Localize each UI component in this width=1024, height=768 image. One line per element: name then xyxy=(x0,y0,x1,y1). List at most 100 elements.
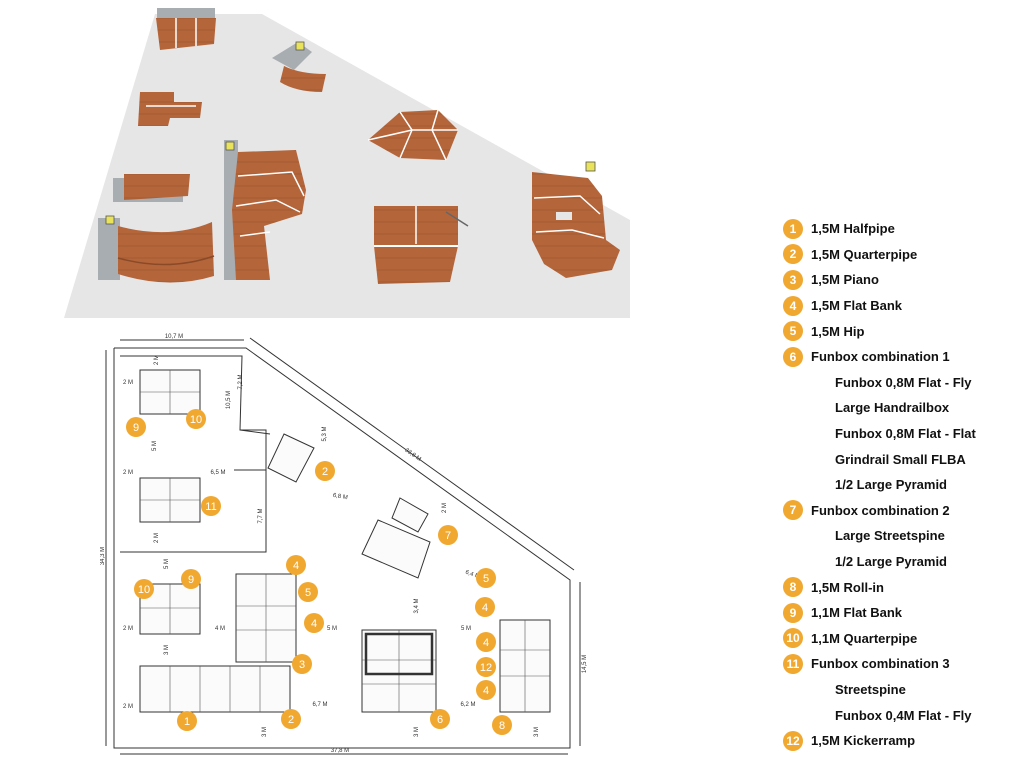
marker-4: 4 xyxy=(476,680,496,700)
marker-label: 1 xyxy=(184,716,190,728)
legend-sub-item: Funbox 0,8M Flat - Fly xyxy=(835,374,972,390)
dim-label: 5 M xyxy=(461,626,471,632)
legend-label: 1,5M Quarterpipe xyxy=(811,246,918,262)
dim-label: 2 M xyxy=(154,355,160,365)
dim-label: 34,3 M xyxy=(100,547,106,565)
marker-label: 10 xyxy=(190,414,202,426)
legend-sub-item: Funbox 0,8M Flat - Flat xyxy=(835,426,976,442)
plan-obstacle xyxy=(267,433,315,483)
marker-label: 12 xyxy=(480,662,492,674)
marker-label: 4 xyxy=(483,637,489,649)
legend-sub-item: Grindrail Small FLBA xyxy=(835,451,966,467)
marker-5: 5 xyxy=(298,582,318,602)
marker-label: 2 xyxy=(288,714,294,726)
dim-label: 5 M xyxy=(327,626,337,632)
marker-label: 4 xyxy=(293,560,299,572)
legend-label: Funbox combination 3 xyxy=(811,656,950,672)
legend-item-2: 2 1,5M Quarterpipe xyxy=(783,242,1018,268)
legend-sub-item: 1/2 Large Pyramid xyxy=(835,477,947,493)
dim-label: 2 M xyxy=(123,626,133,632)
plan-obstacle xyxy=(361,519,431,579)
legend-item-9: 9 1,1M Flat Bank xyxy=(783,600,1018,626)
legend-sub-item: Funbox 0,4M Flat - Fly xyxy=(835,707,972,723)
legend-sub-item: Large Streetspine xyxy=(835,528,945,544)
legend-number-badge: 7 xyxy=(783,500,803,521)
marker-11: 11 xyxy=(201,496,221,516)
legend-label: 1,5M Hip xyxy=(811,323,865,339)
legend-item-3: 3 1,5M Piano xyxy=(783,267,1018,293)
legend-sub-item: 1/2 Large Pyramid xyxy=(835,554,947,570)
marker-5: 5 xyxy=(476,568,496,588)
legend-label: Funbox combination 1 xyxy=(811,349,950,365)
marker-label: 10 xyxy=(138,584,150,596)
legend-label: 1,5M Halfpipe xyxy=(811,221,895,237)
dim-label: 2 M xyxy=(154,533,160,543)
legend-number-badge: 12 xyxy=(783,730,803,751)
legend-number-badge: 6 xyxy=(783,346,803,367)
marker-label: 5 xyxy=(483,573,489,585)
dim-label: 5 M xyxy=(164,559,170,569)
legend-item-5: 5 1,5M Hip xyxy=(783,318,1018,344)
dim-label: 2 M xyxy=(123,704,133,710)
plan-obstacle xyxy=(391,497,429,533)
legend-number-badge: 3 xyxy=(783,269,803,290)
legend-label: 1,1M Quarterpipe xyxy=(811,630,918,646)
marker-label: 4 xyxy=(482,602,488,614)
dim-label: 37,8 M xyxy=(331,748,349,754)
marker-label: 11 xyxy=(205,501,216,513)
marker-label: 9 xyxy=(133,422,139,434)
dim-label: 6,4 M xyxy=(464,570,480,581)
render-halfpipe xyxy=(98,215,215,283)
legend-number-badge: 2 xyxy=(783,244,803,265)
dim-label: 7,7 M xyxy=(258,508,264,523)
render-quarterpipe-top xyxy=(156,8,216,50)
marker-10: 10 xyxy=(186,409,206,429)
plan-obstacle xyxy=(139,665,291,713)
render-hip-combo xyxy=(224,140,306,280)
plan-outline xyxy=(113,347,571,749)
marker-7: 7 xyxy=(438,525,458,545)
legend-number-badge: 9 xyxy=(783,602,803,623)
legend-sub-item: Large Handrailbox xyxy=(835,400,950,416)
marker-9: 9 xyxy=(126,417,146,437)
legend-label: 1,5M Roll-in xyxy=(811,579,884,595)
marker-8: 8 xyxy=(492,715,512,735)
marker-label: 3 xyxy=(299,659,305,671)
marker-10: 10 xyxy=(134,579,154,599)
marker-12: 12 xyxy=(476,657,496,677)
dim-label: 2 M xyxy=(123,380,133,386)
legend-sub-item: Streetspine xyxy=(835,681,906,697)
legend-item-10: 10 1,1M Quarterpipe xyxy=(783,626,1018,652)
park-render-3d xyxy=(64,8,630,318)
dim-label: 6,2 M xyxy=(460,702,475,708)
marker-9: 9 xyxy=(181,569,201,589)
render-quarterpipe-small xyxy=(272,41,326,92)
render-funbox-center xyxy=(374,206,469,284)
marker-6: 6 xyxy=(430,709,450,729)
marker-label: 6 xyxy=(437,714,443,726)
dim-label: 3 M xyxy=(164,645,170,655)
marker-4: 4 xyxy=(476,632,496,652)
legend-item-6: 6 Funbox combination 1 xyxy=(783,344,1018,370)
marker-label: 7 xyxy=(445,530,451,542)
render-pyramid xyxy=(367,109,458,161)
dim-label: 5 M xyxy=(152,441,158,451)
legend-item-11: 11 Funbox combination 3 xyxy=(783,651,1018,677)
legend-label: 1,5M Kickerramp xyxy=(811,733,916,749)
legend-label: 1,5M Piano xyxy=(811,272,879,288)
dim-label: 2 M xyxy=(123,470,133,476)
legend-number-badge: 1 xyxy=(783,218,803,239)
marker-label: 8 xyxy=(499,720,505,732)
marker-label: 9 xyxy=(188,574,194,586)
legend-number-badge: 10 xyxy=(783,628,803,649)
legend-number-badge: 5 xyxy=(783,321,803,342)
marker-4: 4 xyxy=(304,613,324,633)
marker-4: 4 xyxy=(286,555,306,575)
legend-label: 1,1M Flat Bank xyxy=(811,605,903,621)
legend-number-badge: 11 xyxy=(783,653,803,674)
legend-item-1: 1 1,5M Halfpipe xyxy=(783,216,1018,242)
marker-3: 3 xyxy=(292,654,312,674)
